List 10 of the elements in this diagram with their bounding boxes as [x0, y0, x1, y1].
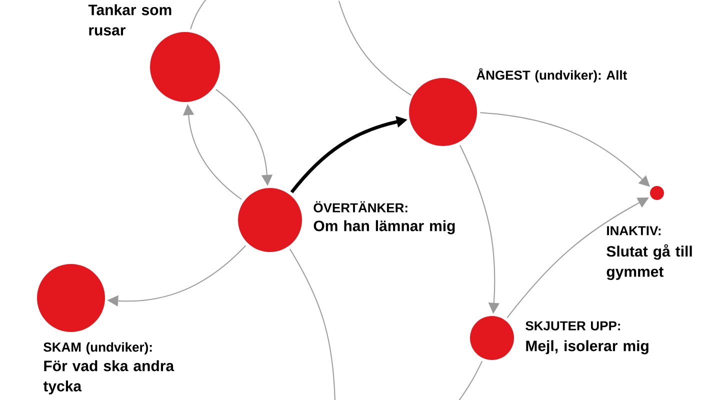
- heading-text: SKAM (undviker):: [44, 342, 152, 354]
- label-text: Slutat gå till gymmet: [606, 244, 692, 280]
- label-text: För vad ska andra tycka: [43, 360, 174, 394]
- heading-text: ÖVERTÄNKER:: [314, 201, 408, 212]
- heading-text: SKJUTER UPP:: [526, 321, 620, 330]
- label-text: ÅNGEST (undviker): Allt: [476, 68, 627, 82]
- label-text: Om han lämnar mig: [314, 220, 455, 234]
- label-text: Tankar som rusar: [88, 4, 172, 36]
- label-text: Mejl, isolerar mig: [526, 340, 648, 354]
- heading-text: INAKTIV:: [607, 226, 661, 236]
